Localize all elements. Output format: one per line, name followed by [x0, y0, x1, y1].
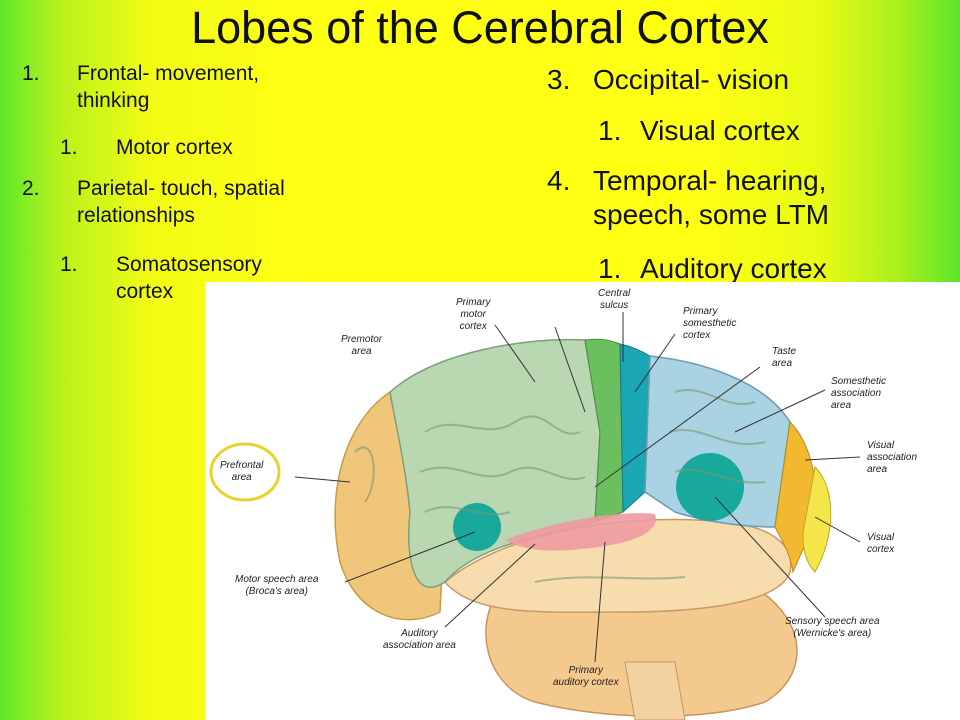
label-taste-area: Taste area	[772, 346, 796, 370]
label-line: Visual	[867, 440, 895, 451]
label-line: Primary	[683, 306, 718, 317]
list-subitem-motor-cortex: 1. Motor cortex	[60, 134, 233, 161]
label-motor-speech-area: Motor speech area (Broca's area)	[235, 574, 318, 598]
label-line: cortex	[867, 544, 895, 555]
prefrontal-highlight-ring	[209, 442, 281, 502]
label-somesthetic-association-area: Somesthetic association area	[831, 376, 886, 412]
label-line: (Wernicke's area)	[793, 628, 872, 639]
label-line: Primary	[568, 665, 604, 676]
label-central-sulcus: Central sulcus	[598, 288, 630, 312]
label-line: association area	[383, 640, 456, 651]
list-text-line: Visual cortex	[640, 115, 800, 146]
list-subitem-visual-cortex: 1. Visual cortex	[598, 114, 800, 148]
label-line: Prefrontal	[220, 460, 264, 471]
list-text-line: Parietal- touch, spatial	[77, 177, 285, 200]
list-text-line: Auditory cortex	[640, 253, 827, 284]
label-line: Premotor	[341, 334, 383, 345]
list-item-frontal: 1. Frontal- movement, thinking	[22, 60, 259, 114]
visual-cortex-region	[802, 465, 832, 573]
list-text: Parietal- touch, spatial relationships	[77, 175, 285, 229]
auditory-cortex-region	[505, 513, 656, 551]
label-line: Central	[598, 288, 631, 299]
label-line: cortex	[459, 321, 487, 332]
list-text: Temporal- hearing, speech, some LTM	[593, 164, 829, 232]
label-line: Taste	[772, 346, 797, 357]
list-item-temporal: 4. Temporal- hearing, speech, some LTM	[547, 164, 829, 232]
label-line: (Broca's area)	[245, 586, 308, 597]
slide-title: Lobes of the Cerebral Cortex	[191, 2, 769, 53]
label-line: Auditory	[401, 628, 438, 639]
list-number: 4.	[547, 165, 571, 196]
list-number: 3.	[547, 64, 571, 95]
list-text-line: Occipital- vision	[593, 64, 790, 95]
label-line: sulcus	[599, 300, 629, 311]
brainstem-region	[624, 661, 686, 720]
list-text: Somatosensory cortex	[116, 251, 262, 305]
label-prefrontal-area: Prefrontal area	[220, 460, 263, 484]
label-line: somesthetic	[683, 318, 737, 329]
label-line: association	[831, 388, 882, 399]
label-line: area	[831, 400, 852, 411]
list-text-line: Temporal- hearing,	[593, 165, 827, 196]
label-visual-cortex: Visual cortex	[867, 532, 894, 556]
label-premotor-area: Premotor area	[341, 334, 382, 358]
label-line: area	[351, 346, 372, 357]
label-line: association	[867, 452, 918, 463]
brain-diagram: Primary motor cortex Central sulcus Prim…	[205, 282, 960, 720]
list-number: 1.	[22, 62, 40, 85]
list-item-occipital: 3. Occipital- vision	[547, 63, 789, 97]
label-line: Motor speech area	[235, 574, 319, 585]
label-line: Primary	[456, 297, 491, 308]
broca-area-spot	[453, 503, 501, 551]
list-text-line: Frontal- movement,	[77, 62, 260, 85]
label-primary-motor-cortex: Primary motor cortex	[456, 297, 490, 333]
label-line: area	[231, 472, 252, 483]
list-text: Frontal- movement, thinking	[77, 60, 259, 114]
list-number: 1.	[598, 253, 622, 284]
label-auditory-association-area: Auditory association area	[383, 628, 456, 652]
list-subitem-auditory-cortex: 1. Auditory cortex	[598, 252, 827, 286]
label-line: Somesthetic	[831, 376, 887, 387]
list-text-line: Motor cortex	[116, 136, 233, 159]
list-number: 1.	[60, 136, 78, 159]
leader-lines	[294, 312, 861, 663]
gyri-lines	[354, 389, 766, 583]
label-visual-association-area: Visual association area	[867, 440, 917, 476]
list-text-line: relationships	[77, 204, 195, 227]
label-line: area	[867, 464, 888, 475]
list-text-line: cortex	[116, 280, 174, 303]
list-number: 2.	[22, 177, 40, 200]
label-primary-auditory-cortex: Primary auditory cortex	[553, 665, 619, 689]
label-line: area	[772, 358, 793, 369]
list-item-parietal: 2. Parietal- touch, spatial relationship…	[22, 175, 285, 229]
label-line: motor	[460, 309, 486, 320]
list-number: 1.	[60, 253, 78, 276]
list-text-line: Somatosensory	[116, 253, 262, 276]
label-line: Visual	[867, 532, 895, 543]
list-text-line: speech, some LTM	[593, 199, 830, 230]
label-line: Sensory speech area	[785, 616, 880, 627]
label-sensory-speech-area: Sensory speech area (Wernicke's area)	[785, 616, 880, 640]
wernicke-area-spot	[676, 453, 744, 521]
label-primary-somesthetic-cortex: Primary somesthetic cortex	[683, 306, 736, 342]
label-line: auditory cortex	[553, 677, 619, 688]
list-subitem-somatosensory-cortex: 1. Somatosensory cortex	[60, 251, 262, 305]
label-line: cortex	[683, 330, 711, 341]
brain-illustration	[209, 312, 861, 720]
frontal-region	[389, 338, 601, 588]
list-text-line: thinking	[77, 89, 150, 112]
list-number: 1.	[598, 115, 622, 146]
